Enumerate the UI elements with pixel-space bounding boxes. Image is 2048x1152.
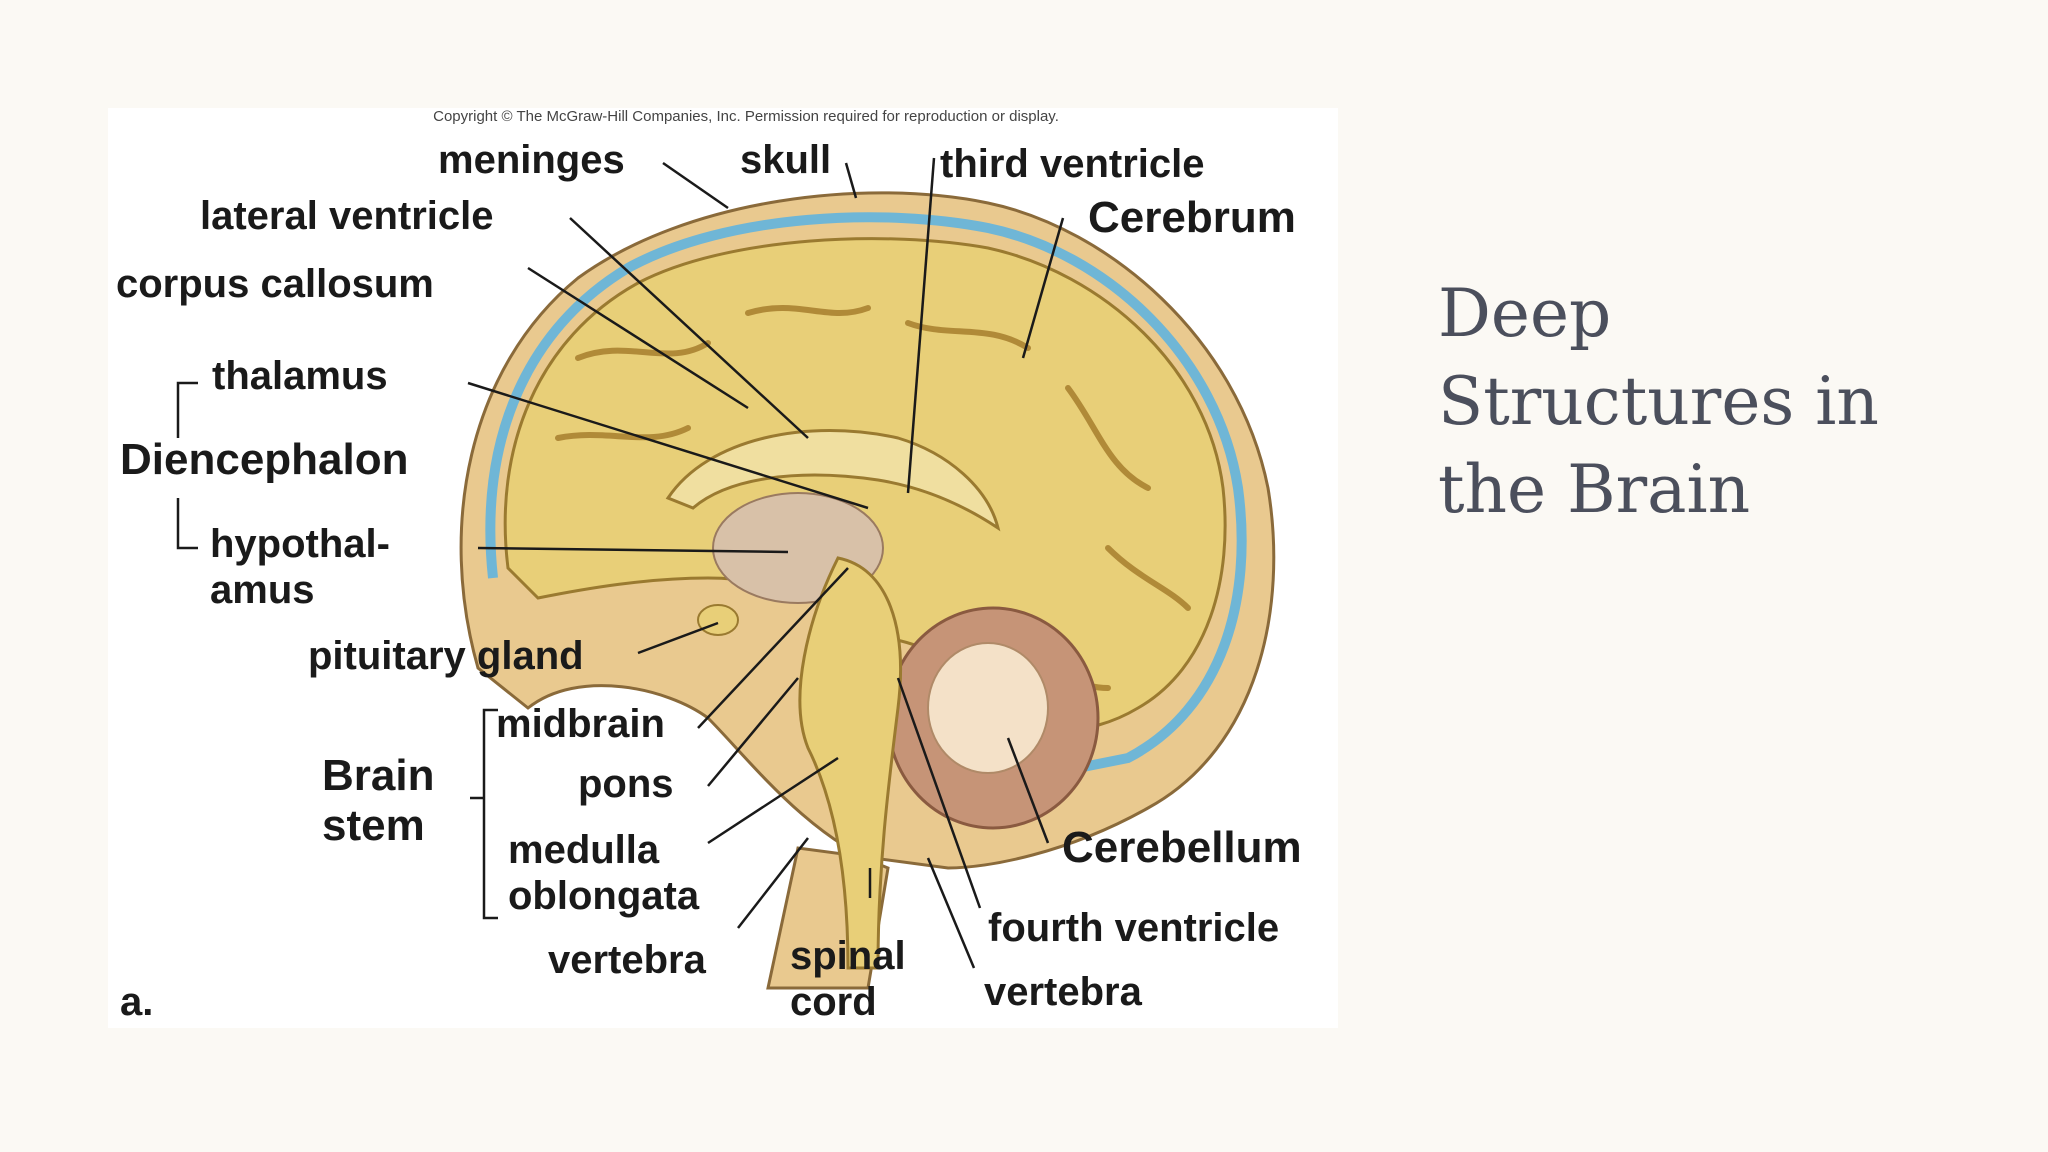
leader-vertebra-left <box>737 837 809 929</box>
brain-stem-bracket <box>482 708 498 920</box>
label-fourth-ventricle: fourth ventricle <box>988 906 1280 950</box>
label-hypothalamus-line2: amus <box>210 568 315 612</box>
leader-vertebra-right <box>926 857 976 969</box>
label-hypothalamus-line1: hypothal- <box>210 522 390 566</box>
panel-letter: a. <box>120 980 154 1024</box>
label-medulla-line2: oblongata <box>508 874 700 918</box>
leader-skull <box>844 162 858 199</box>
label-vertebra-left: vertebra <box>548 938 706 982</box>
brain-diagram-figure: Copyright © The McGraw-Hill Companies, I… <box>108 108 1338 1028</box>
leader-hypothalamus <box>477 546 789 554</box>
cerebellum-core <box>927 642 1049 774</box>
label-meninges: meninges <box>438 138 625 182</box>
label-spinal-cord-line2: cord <box>790 980 877 1024</box>
leader-lateral-ventricle <box>569 217 809 439</box>
brain-stem-shape <box>798 556 902 970</box>
label-skull: skull <box>740 138 832 182</box>
label-brain-stem-line1: Brain <box>322 751 435 800</box>
label-brain-stem-line2: stem <box>322 801 425 850</box>
label-corpus-callosum: corpus callosum <box>116 262 434 306</box>
leader-third-ventricle <box>906 157 936 494</box>
leader-cerebellum <box>1006 737 1050 844</box>
label-diencephalon: Diencephalon <box>120 435 409 484</box>
leader-pituitary <box>637 621 719 655</box>
leader-pons <box>707 677 799 787</box>
slide-title-line2: Structures in <box>1438 363 1879 440</box>
copyright-notice: Copyright © The McGraw-Hill Companies, I… <box>433 108 1059 125</box>
diencephalon-bracket <box>176 381 198 438</box>
label-spinal-cord-line1: spinal <box>790 934 906 978</box>
leader-cerebrum <box>1021 217 1065 359</box>
corpus-callosum-shape <box>665 429 1001 532</box>
label-vertebra-right: vertebra <box>984 970 1142 1014</box>
label-pituitary-gland: pituitary gland <box>308 634 584 678</box>
slide-title-line1: Deep <box>1438 275 1612 352</box>
leader-thalamus <box>467 381 869 510</box>
meninges-layer <box>485 212 1247 783</box>
diencephalon-bracket-lower <box>176 498 198 550</box>
leader-lines <box>176 157 1065 969</box>
label-pons: pons <box>578 762 674 806</box>
slide-title: Deep Structures in the Brain <box>1438 270 1998 534</box>
brain-illustration <box>176 157 1276 990</box>
leader-meninges <box>662 161 729 210</box>
label-lateral-ventricle: lateral ventricle <box>200 194 494 238</box>
pituitary-shape <box>697 604 739 636</box>
leader-medulla <box>707 756 839 845</box>
leader-fourth-ventricle <box>896 677 982 909</box>
slide-title-line3: the Brain <box>1438 451 1751 528</box>
label-third-ventricle: third ventricle <box>940 142 1205 186</box>
label-cerebellum: Cerebellum <box>1062 823 1302 872</box>
label-cerebrum: Cerebrum <box>1088 193 1296 242</box>
leader-corpus-callosum <box>527 266 749 410</box>
leader-midbrain <box>697 567 849 729</box>
label-midbrain: midbrain <box>496 702 665 746</box>
label-medulla-line1: medulla <box>508 828 660 872</box>
gyri-lines <box>555 305 1191 691</box>
label-thalamus: thalamus <box>212 354 388 398</box>
